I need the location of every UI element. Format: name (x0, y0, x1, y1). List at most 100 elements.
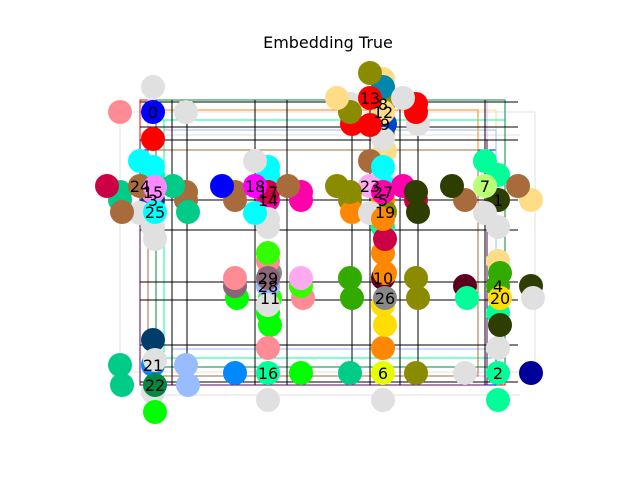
node-label: 29 (258, 269, 278, 288)
node-satellite-circle (276, 174, 300, 198)
node-satellite-circle (373, 313, 397, 337)
colored-edge-loop (147, 99, 488, 377)
node-2 (453, 336, 543, 412)
colored-edge-loop (147, 149, 479, 377)
node-circle (256, 361, 280, 385)
node-satellite-circle (161, 174, 185, 198)
node-label: 27 (373, 183, 393, 202)
node-circle (358, 86, 382, 110)
node-satellite-circle (455, 286, 479, 310)
node-label: 17 (258, 183, 278, 202)
node-label: 8 (378, 95, 388, 114)
node-satellite-circle (373, 261, 397, 285)
colored-edge-loop (155, 119, 488, 368)
node-satellite-circle (506, 174, 530, 198)
node-satellite-circle (110, 200, 134, 224)
node-label: 15 (143, 183, 163, 202)
node-satellite-circle (488, 313, 512, 337)
node-satellite-circle (256, 241, 280, 265)
node-satellite-circle (453, 361, 477, 385)
node-satellite-circle (141, 75, 165, 99)
node-label: 26 (375, 289, 395, 308)
node-satellite-circle (373, 227, 397, 251)
node-label: 20 (490, 289, 510, 308)
node-label: 18 (245, 177, 265, 196)
node-circle (371, 180, 395, 204)
node-satellite-circle (338, 180, 362, 204)
node-satellite-circle (519, 361, 543, 385)
node-label: 1 (493, 191, 503, 210)
node-satellite-circle (143, 175, 167, 199)
colored-edges-layer (119, 99, 536, 396)
node-satellite-circle (143, 227, 167, 251)
lattice-edges-layer (140, 100, 518, 385)
node-satellite-circle (174, 100, 198, 124)
node-satellite-circle (473, 149, 497, 173)
node-6 (338, 336, 428, 412)
node-label: 9 (380, 115, 390, 134)
node-satellite-circle (141, 328, 165, 352)
colored-edge-loop (139, 139, 488, 386)
node-satellite-circle (371, 336, 395, 360)
node-circle (473, 174, 497, 198)
node-label: 2 (493, 364, 503, 383)
colored-edge-loop (163, 129, 479, 359)
node-circle (141, 100, 165, 124)
node-satellite-circle (338, 266, 362, 290)
node-16 (223, 336, 313, 412)
node-label: 19 (375, 203, 395, 222)
node-label: 4 (493, 277, 503, 296)
node-satellite-circle (488, 261, 512, 285)
node-label: 5 (378, 191, 388, 210)
node-circle (256, 266, 280, 290)
node-satellite-circle (243, 201, 267, 225)
node-25 (110, 175, 200, 251)
node-label: 6 (378, 364, 388, 383)
node-labels-layer: 0123456789101112131415161718192021222324… (130, 89, 510, 395)
node-label: 12 (373, 103, 393, 122)
node-27 (338, 155, 428, 231)
node-satellite-circle (223, 266, 247, 290)
node-22 (110, 348, 200, 424)
node-29 (223, 241, 313, 317)
node-satellite-circle (108, 100, 132, 124)
node-label: 22 (145, 376, 165, 395)
node-satellite-circle (289, 266, 313, 290)
node-circle (486, 361, 510, 385)
figure-title: Embedding True (263, 33, 393, 52)
node-label: 24 (130, 177, 150, 196)
node-satellite-circle (174, 353, 198, 377)
node-19 (340, 175, 430, 251)
node-satellite-circle (391, 86, 415, 110)
node-satellite-circle (358, 113, 382, 137)
colored-edge-loop (171, 129, 497, 350)
node-satellite-circle (141, 127, 165, 151)
node-satellite-circle (210, 174, 234, 198)
node-satellite-circle (128, 149, 152, 173)
node-7 (440, 149, 530, 225)
node-circle (488, 286, 512, 310)
node-label: 0 (148, 103, 158, 122)
node-satellite-circle (486, 388, 510, 412)
node-satellite-circle (404, 180, 428, 204)
node-20 (455, 261, 545, 337)
colored-edge-loop (171, 139, 506, 350)
node-label: 16 (258, 364, 278, 383)
node-0 (108, 75, 198, 151)
node-label: 7 (480, 177, 490, 196)
node-satellite-circle (243, 149, 267, 173)
node-circle (143, 200, 167, 224)
node-label: 10 (373, 269, 393, 288)
colored-edge-loop (139, 99, 506, 386)
nodes-layer (95, 61, 545, 424)
node-satellite-circle (143, 400, 167, 424)
node-satellite-circle (404, 266, 428, 290)
node-label: 28 (258, 277, 278, 296)
node-satellite-circle (95, 174, 119, 198)
node-satellite-circle (340, 200, 364, 224)
node-satellite-circle (256, 336, 280, 360)
node-satellite-circle (108, 353, 132, 377)
node-label: 25 (145, 203, 165, 222)
node-26 (340, 261, 430, 337)
